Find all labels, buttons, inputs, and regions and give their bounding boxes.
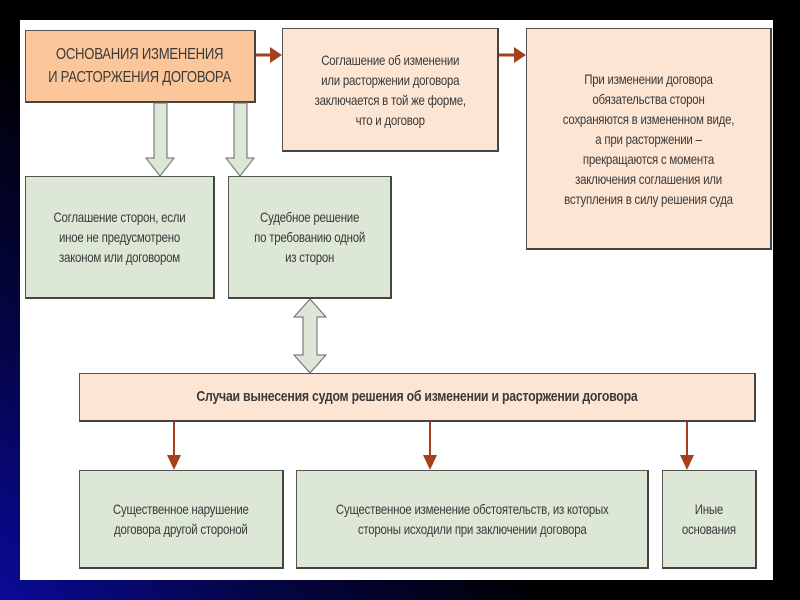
ground-box-other: Иные основания — [662, 470, 757, 569]
consequence-text: При изменении договора обязательства сто… — [562, 70, 735, 207]
title-text: ОСНОВАНИЯ ИЗМЕНЕНИЯ И РАСТОРЖЕНИЯ ДОГОВО… — [48, 46, 232, 86]
ground-box-breach: Существенное нарушение договора другой с… — [79, 470, 284, 569]
court-decision-box: Судебное решение по требованию одной из … — [228, 176, 392, 299]
cases-bar: Случаи вынесения судом решения об измене… — [79, 373, 756, 422]
court-decision-text: Судебное решение по требованию одной из … — [254, 209, 365, 265]
ground-text-breach: Существенное нарушение договора другой с… — [113, 501, 249, 537]
title-box: ОСНОВАНИЯ ИЗМЕНЕНИЯ И РАСТОРЖЕНИЯ ДОГОВО… — [25, 30, 256, 103]
agreement-text: Соглашение сторон, если иное не предусмо… — [53, 209, 186, 265]
form-text: Соглашение об изменении или расторжении … — [314, 51, 466, 128]
form-box: Соглашение об изменении или расторжении … — [282, 28, 499, 152]
ground-text-other: Иные основания — [682, 501, 736, 537]
consequence-box: При изменении договора обязательства сто… — [526, 28, 772, 250]
ground-box-circumstances: Существенное изменение обстоятельств, из… — [296, 470, 649, 569]
cases-text: Случаи вынесения судом решения об измене… — [196, 388, 638, 405]
agreement-box: Соглашение сторон, если иное не предусмо… — [25, 176, 215, 299]
ground-text-circumstances: Существенное изменение обстоятельств, из… — [335, 501, 609, 537]
